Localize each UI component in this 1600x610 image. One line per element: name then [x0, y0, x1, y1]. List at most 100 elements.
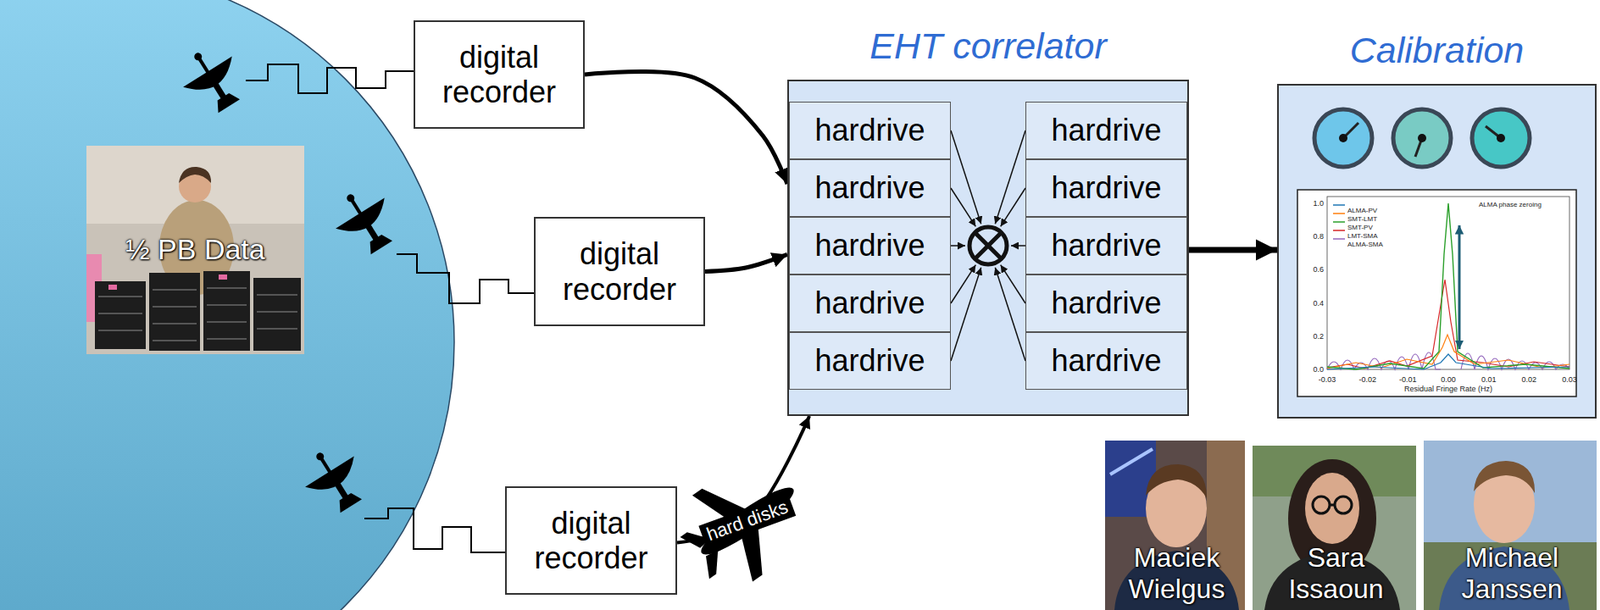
recorder-box: digital recorder	[505, 486, 678, 595]
radio-antenna	[315, 451, 326, 462]
axis-text-holder: 0.2	[1288, 332, 1324, 341]
data-photo-picture	[218, 274, 228, 280]
hard-drive-box: hardrive	[788, 216, 951, 275]
fringe-plot	[1333, 221, 1345, 223]
edge-label: hard disks	[698, 493, 796, 549]
panel-heading: Calibration	[1277, 24, 1597, 76]
legend-text: ALMA-PV	[1347, 206, 1378, 216]
calibration-gauge	[1496, 133, 1506, 143]
drive-label: hardrive	[814, 285, 925, 321]
hard-drive-box: hardrive	[788, 332, 951, 390]
radio-antenna	[324, 179, 407, 263]
fringe-plot	[1327, 196, 1570, 370]
fringe-plot	[1333, 238, 1345, 240]
data-photo-picture	[86, 145, 305, 355]
person-picture	[1145, 464, 1207, 499]
photo-caption: ½ PB Data	[125, 233, 265, 267]
person-picture	[1473, 461, 1535, 494]
axis-text-holder: 1.0	[1288, 199, 1324, 208]
plot-label: -0.02	[1346, 375, 1389, 384]
data-photo-picture	[108, 284, 117, 290]
axis-text-holder: 0.03	[1548, 375, 1591, 384]
drive-arrow	[950, 130, 982, 224]
hard-drive-box: hardrive	[1025, 159, 1188, 217]
person-picture	[1312, 496, 1330, 514]
panel-fill	[1277, 83, 1597, 419]
calibration-gauge	[1314, 109, 1373, 167]
person-picture	[1105, 440, 1245, 610]
fringe-plot	[1458, 225, 1462, 350]
panel-fill	[787, 79, 1597, 419]
person-name: Michael Janssen	[1430, 542, 1594, 606]
fringe-plot	[1327, 354, 1570, 370]
plot-label: 0.03	[1548, 375, 1591, 384]
person-picture	[1252, 445, 1417, 610]
radio-antenna	[183, 56, 241, 101]
axis-text-holder: 0.00	[1427, 375, 1470, 384]
plot-label: 0.01	[1467, 375, 1511, 384]
axis-text-holder: -0.02	[1346, 375, 1389, 384]
drive-label: hardrive	[814, 227, 925, 263]
plot-label: 1.0	[1288, 199, 1324, 208]
radio-antenna	[214, 83, 224, 98]
plot-label: -0.01	[1386, 375, 1429, 384]
person-photo: Sara Issaoun	[1252, 445, 1420, 610]
recorder-label: digital recorder	[513, 505, 669, 577]
radio-antenna	[172, 38, 255, 122]
radio-antenna	[212, 89, 240, 113]
data-photo-picture	[178, 166, 212, 184]
axis-text-holder: ALMA phase zeroing	[1478, 200, 1574, 210]
flow-arrow	[705, 254, 788, 272]
axis-text-holder: 0.02	[1507, 375, 1550, 384]
data-photo-picture	[253, 277, 301, 351]
data-photo-picture	[149, 272, 200, 351]
digital-signal	[396, 254, 534, 304]
plot-label: ALMA phase zeroing	[1478, 200, 1574, 210]
plot-label: 0.6	[1288, 265, 1324, 274]
radio-antenna	[335, 198, 394, 243]
calibration-gauge	[1417, 133, 1427, 143]
radio-antenna	[366, 224, 377, 239]
drive-label: hardrive	[814, 343, 925, 378]
plot-label: 0.8	[1288, 232, 1324, 241]
panel-frame	[1277, 83, 1597, 419]
legend-entry: ALMA-PV	[1347, 200, 1399, 217]
hard-drive-box: hardrive	[1025, 332, 1188, 390]
correlate-symbol	[974, 232, 1001, 259]
radio-antenna	[199, 58, 213, 80]
radio-antenna	[193, 51, 204, 62]
digital-signal	[364, 508, 506, 553]
panel-frame: hardrivehardrivehardrivehardrivehardrive…	[787, 79, 1189, 417]
plot-label: 0.4	[1288, 299, 1324, 308]
radio-antenna	[294, 438, 377, 522]
legend-text: SMT-LMT	[1347, 215, 1378, 224]
fringe-plot	[1297, 189, 1577, 397]
fringe-plot	[1327, 352, 1570, 370]
hard-drive-box: hardrive	[788, 274, 951, 333]
data-photo-picture	[94, 281, 146, 350]
calibration-gauge	[1338, 133, 1348, 143]
person-picture	[1423, 542, 1597, 610]
axis-text-holder: 0.4	[1288, 299, 1324, 308]
drive-arrow	[950, 130, 1026, 362]
person-name: Sara Issaoun	[1259, 542, 1413, 606]
panel-fill	[787, 79, 1189, 417]
radio-antenna	[365, 231, 393, 255]
person-picture	[1334, 496, 1352, 514]
recorder-label: digital recorder	[422, 39, 577, 111]
drive-arrow	[950, 244, 966, 247]
edge-label-holder: hard disks	[698, 493, 796, 549]
hard-drive-box: hardrive	[1025, 101, 1188, 160]
person-picture	[1423, 440, 1597, 610]
digital-signal	[245, 64, 534, 553]
calibration-gauge	[1314, 109, 1530, 167]
fringe-plot	[1327, 334, 1570, 369]
axis-text-holder: 0.0	[1288, 365, 1324, 374]
flow-arrow	[1188, 246, 1278, 253]
drive-label: hardrive	[814, 112, 925, 148]
correlator-panel: EHT correlatorhardrivehardrivehardriveha…	[787, 20, 1189, 417]
axis-text-holder: -0.01	[1386, 375, 1429, 384]
calibration-gauge	[1472, 109, 1530, 167]
plot-label: 0.02	[1507, 375, 1550, 384]
